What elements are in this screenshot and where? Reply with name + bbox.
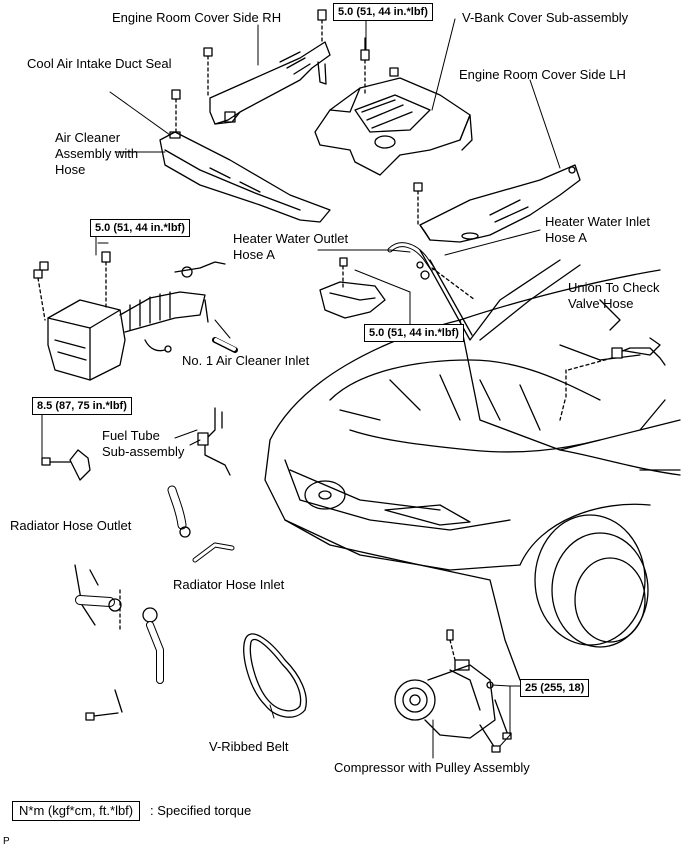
label-radiator-hose-outlet: Radiator Hose Outlet [10,518,132,533]
label-heater-water-inlet-2: Hose A [545,230,587,245]
air-cleaner-assembly [47,291,206,381]
bolt-lh-cover [413,182,423,226]
no1-air-cleaner-inlet-parts [174,261,238,353]
bolt-rh-cover [203,9,327,99]
torque-v-bank-cover: 5.0 (51, 44 in.*lbf) [333,3,433,21]
label-engine-room-cover-side-rh: Engine Room Cover Side RH [112,10,282,25]
label-fuel-tube-2: Sub-assembly [102,444,185,459]
label-air-cleaner-line1: Air Cleaner [55,130,121,145]
label-fuel-tube-1: Fuel Tube [102,428,160,443]
vehicle-outline [264,249,681,681]
legend-meaning: : Specified torque [150,803,252,818]
bolt-duct-seal [171,89,181,136]
corner-mark: P [3,836,10,847]
label-compressor: Compressor with Pulley Assembly [334,760,530,775]
cool-air-intake-duct-seal [159,131,331,223]
torque-air-cleaner: 5.0 (51, 44 in.*lbf) [90,219,190,237]
engine-room-cover-lh [419,164,581,243]
compressor-assembly [394,629,512,753]
bolts-air-cleaner [33,251,111,321]
fuel-tube [41,407,231,481]
torque-heater-outlet: 5.0 (51, 44 in.*lbf) [364,324,464,342]
bolt-v-bank [360,37,399,96]
label-cool-air-intake-duct-seal: Cool Air Intake Duct Seal [27,56,172,71]
label-no1-air-cleaner-inlet: No. 1 Air Cleaner Inlet [182,353,310,368]
label-v-bank-cover: V-Bank Cover Sub-assembly [462,10,629,25]
leader-lines [41,17,561,759]
v-ribbed-belt [243,633,307,718]
label-union-check-valve-2: Valve Hose [568,296,634,311]
torque-compressor: 25 (255, 18) [520,679,590,697]
torque-fuel-tube: 8.5 (87, 75 in.*lbf) [32,397,132,415]
union-check-valve-hose [567,347,666,371]
label-heater-water-inlet-1: Heater Water Inlet [545,214,651,229]
legend-unit-box: N*m (kgf*cm, ft.*lbf) [12,801,141,821]
label-air-cleaner-line2: Assembly with [55,146,139,161]
v-bank-cover [314,77,473,176]
label-union-check-valve-1: Union To Check [568,280,660,295]
label-v-ribbed-belt: V-Ribbed Belt [209,739,289,754]
radiator-hose-inlet [167,485,235,563]
heater-outlet-hose [319,257,386,319]
label-heater-water-outlet-2: Hose A [233,247,275,262]
radiator-hose-outlet [74,564,164,721]
label-engine-room-cover-side-lh: Engine Room Cover Side LH [459,67,626,82]
label-heater-water-outlet-1: Heater Water Outlet [233,231,349,246]
label-radiator-hose-inlet: Radiator Hose Inlet [173,577,285,592]
engine-room-cover-rh [209,41,331,125]
label-air-cleaner-line3: Hose [55,162,86,177]
